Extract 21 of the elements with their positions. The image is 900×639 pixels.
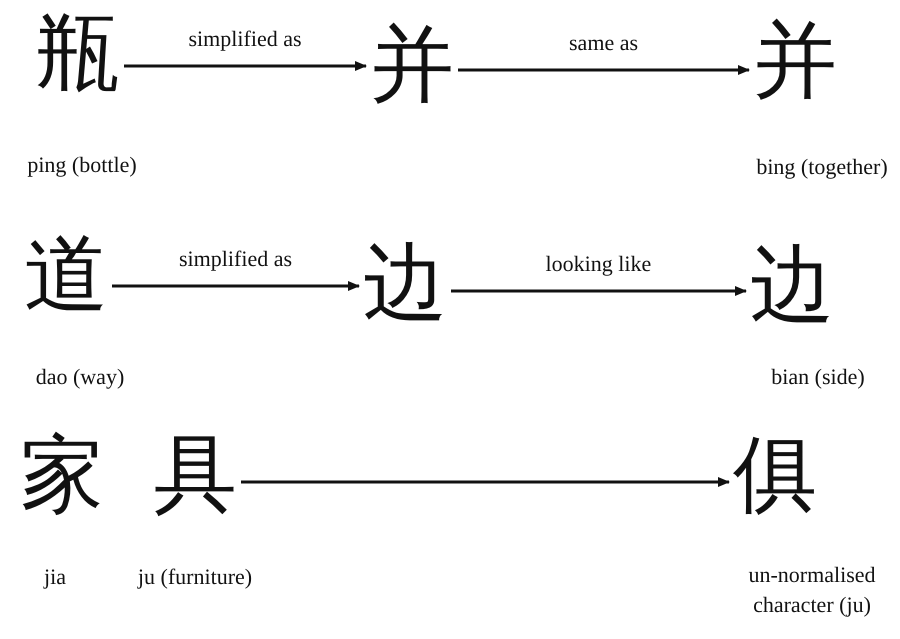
chinese-character: 瓶 — [36, 10, 120, 94]
chinese-character: 具 — [153, 432, 237, 516]
arrow — [458, 65, 750, 75]
character-caption: dao (way) — [34, 363, 126, 391]
character-caption: bing (together) — [755, 153, 889, 181]
chinese-character: 道 — [24, 232, 108, 316]
character-caption: ju (furniture) — [136, 563, 254, 591]
character-caption: ping (bottle) — [26, 151, 138, 179]
chinese-character: 边 — [363, 240, 447, 324]
character-caption: un-normalised character (ju) — [747, 561, 877, 619]
chinese-character: 并 — [753, 18, 837, 102]
chinese-character: 并 — [370, 22, 454, 106]
chinese-character: 俱 — [733, 432, 817, 516]
arrow — [124, 61, 367, 71]
character-caption: jia — [42, 563, 67, 591]
arrow — [241, 477, 730, 487]
chinese-character: 边 — [750, 242, 834, 326]
arrow — [112, 281, 360, 291]
arrow — [451, 286, 747, 296]
chinese-character: 家 — [20, 432, 104, 516]
character-caption: bian (side) — [770, 363, 866, 391]
